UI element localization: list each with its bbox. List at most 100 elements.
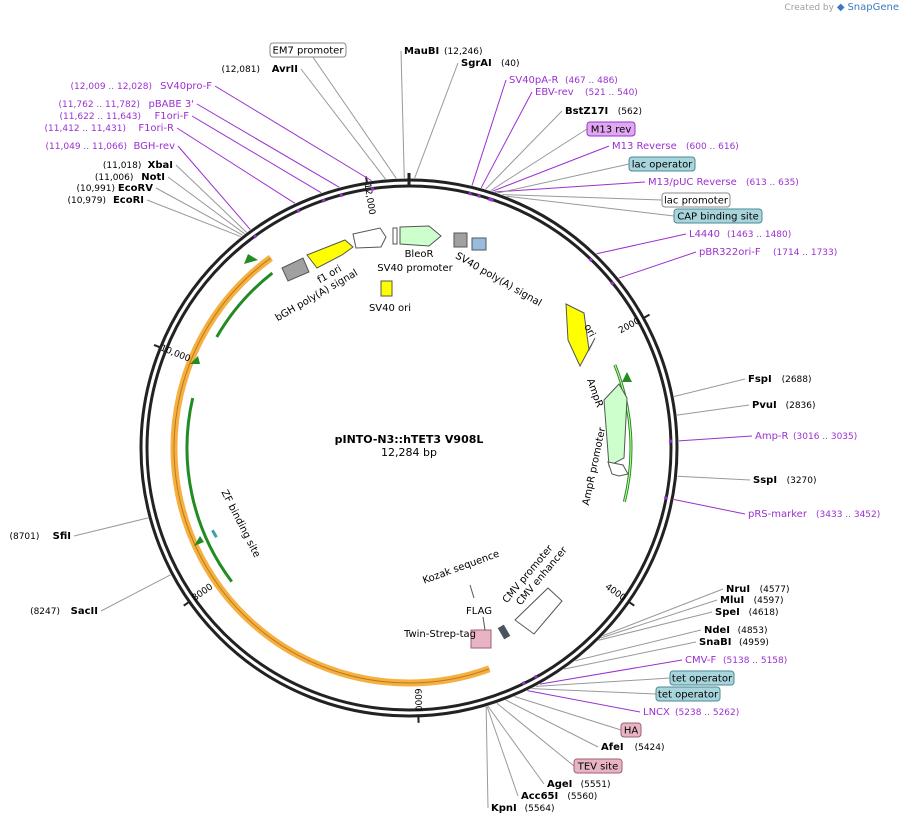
primer-leader [471,79,507,186]
enzyme-name: AvrII [272,64,298,75]
primer-range: (521 .. 540) [585,88,638,98]
primer-name: SV40pA-R [509,75,558,86]
primer-mark [321,198,326,203]
primer-mark [490,198,494,202]
ampr-promoter-arrow [607,461,629,477]
orf-arc-orange-edge [173,257,490,684]
primer-name: pRS-marker [748,509,808,520]
enzyme-position: (12,246) [444,47,483,57]
primer-leader [527,690,641,713]
enzyme-position: (2688) [782,375,812,385]
feature-box [669,670,735,686]
feature-label: Kozak sequence [421,549,501,587]
enzyme-position: (5551) [581,780,611,790]
feature-leader [502,194,663,201]
enzyme-position: (5560) [567,792,597,802]
primer-range: (12,009 .. 12,028) [71,82,152,92]
primer-name: M13/pUC Reverse [648,177,737,188]
enzyme-leader [598,611,713,641]
enzyme-name: EcoRI [113,195,144,206]
primer-mark [588,257,593,263]
feature-label: Twin-Strep-tag [403,629,476,640]
enzyme-leader [603,588,724,637]
kozak-leader [469,584,475,599]
primer-mark [253,234,258,239]
primer-leader [539,659,683,685]
twin-strep-box [470,629,492,649]
feature-label: SV40 ori [369,303,411,314]
enzyme-leader [414,62,459,179]
enzyme-leader [575,629,702,662]
f1-ori-arrow [306,239,354,269]
feature-box-label: lac promoter [664,196,729,207]
primer-leader [618,251,697,279]
snapgene-logo-icon: ◆ [836,2,845,13]
primer-name: LNCX [643,707,670,718]
enzyme-leader [673,378,746,397]
feature-label: FLAG [466,606,492,617]
green-arrowhead-upper [244,254,258,264]
primer-name: F1ori-F [155,111,190,122]
label-leaders [73,49,753,809]
enzyme-position: (3270) [787,476,817,486]
scale-tick [183,600,191,607]
cmv-promoter-box [497,624,511,640]
primer-leader [678,435,753,442]
scale-tick [642,313,651,319]
enzyme-name: BstZ17I [565,106,608,117]
feature-label: AmpR promoter [581,426,608,507]
zf-binding-box [211,529,218,538]
primer-range: (11,049 .. 11,066) [46,142,127,152]
scale-tick-label: 6000 [412,688,423,712]
primer-mark [533,674,538,679]
enzyme-name: XbaI [148,160,173,171]
enzyme-name: NruI [726,584,750,595]
flag-leader [482,616,486,631]
primer-leader [673,499,746,515]
primer-leader [176,127,296,204]
scale-tick [627,600,635,607]
ori-arrow [565,303,596,368]
enzyme-position: (11,018) [103,161,142,171]
feature-box-label: M13 rev [591,125,632,136]
enzyme-leader [677,475,751,481]
primer-range: (11,412 .. 11,431) [45,124,126,134]
enzyme-name: KpnI [491,803,517,814]
green-arrowhead-lower [194,536,204,546]
enzyme-name: SspI [753,475,777,486]
primer-range: (467 .. 486) [565,76,618,86]
primer-name: BGH-rev [133,141,175,152]
enzyme-position: (8247) [30,607,60,617]
enzyme-position: (5424) [635,743,665,753]
primer-range: (11,622 .. 11,643) [60,112,141,122]
enzyme-leader [175,164,247,233]
map-labels: MauBI(12,246)SgrAI(40)AvrII(12,081)BstZ1… [9,42,880,814]
enzyme-leader [400,50,405,179]
enzyme-name: AfeI [601,742,624,753]
credit-brand: SnapGene [847,2,899,13]
feature-leader [307,49,397,179]
enzyme-position: (4597) [754,596,784,606]
primer-name: CMV-F [685,655,716,666]
enzyme-name: AgeI [547,779,572,790]
primer-range: (5238 .. 5262) [675,708,739,718]
feature-leader [490,128,588,192]
scale-tick-label: 8000 [191,582,216,603]
green-arc-right-inner [614,364,632,502]
primer-range: (613 .. 635) [746,178,799,188]
green-arrowhead-right [622,372,632,382]
enzyme-leader [485,110,563,190]
scale-tick-label: 2000 [617,316,642,336]
enzyme-name: SnaBI [699,637,731,648]
enzyme-name: Acc65I [521,791,558,802]
primer-mark [468,191,472,196]
credit-prefix: Created by [784,3,834,13]
enzyme-leader [73,517,149,537]
feature-box-label: HA [624,726,639,737]
primer-range: (600 .. 616) [686,142,739,152]
enzyme-leader [505,699,599,748]
enzyme-position: (10,979) [67,196,106,206]
enzyme-name: FspI [748,374,772,385]
plasmid-size: 12,284 bp [381,446,437,459]
enzyme-position: (10,991) [76,184,115,194]
